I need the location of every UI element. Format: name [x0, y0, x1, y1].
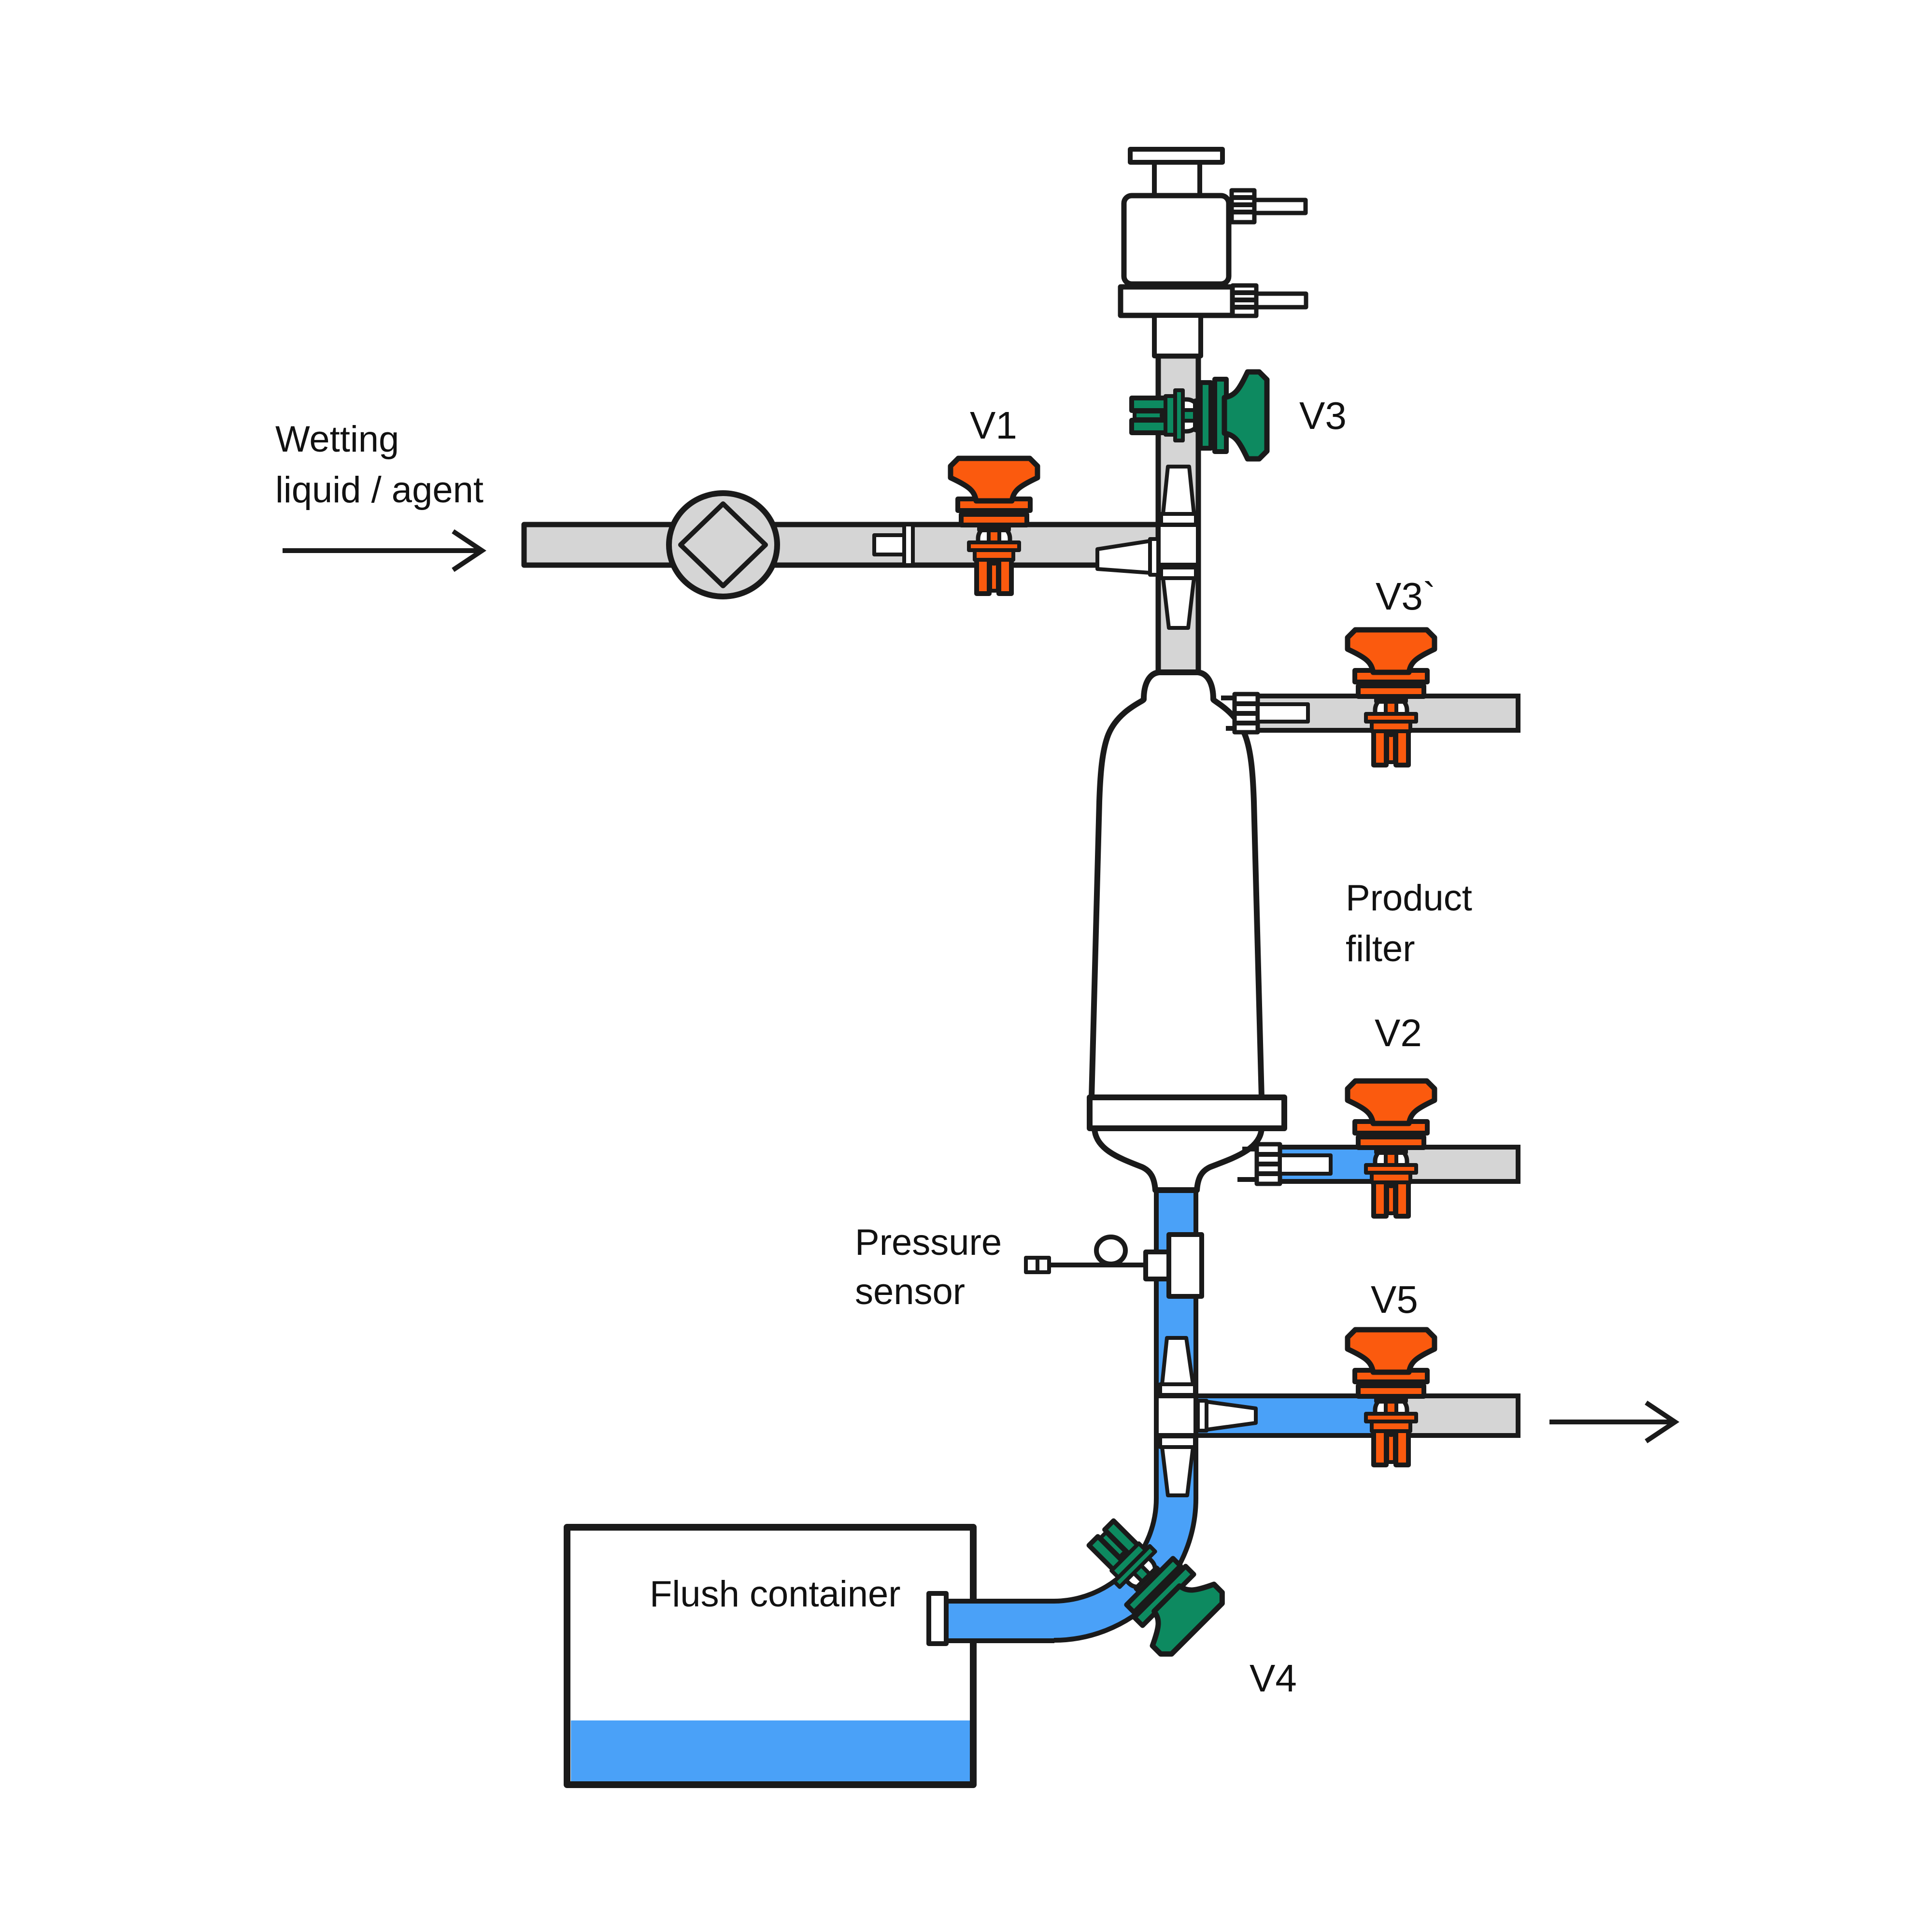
valve-v5-icon [1348, 1330, 1435, 1465]
vent-neck [1152, 313, 1203, 358]
filter-body [1089, 669, 1264, 1100]
supply-line [521, 490, 1201, 599]
taper-joints-supply [1095, 465, 1198, 630]
sensor-port [1143, 1250, 1171, 1281]
filter-bottom-dome [1092, 1125, 1264, 1193]
flush-container [564, 1524, 977, 1788]
pipe-union-box [872, 533, 906, 556]
valve-v3-icon [1132, 372, 1267, 459]
vent-lower-band [1118, 284, 1236, 318]
filter-clamp-band [1087, 1094, 1287, 1131]
valve-v1-icon [951, 458, 1037, 594]
label-filter-line2: filter [1346, 928, 1415, 969]
label-v3: V3 [1299, 394, 1347, 437]
label-sensor-line2: sensor [855, 1271, 965, 1312]
container-inlet-flange [926, 1591, 949, 1646]
label-source-line2: liquid / agent [275, 469, 483, 511]
vent-body [1121, 193, 1232, 287]
sensor-fitting [1166, 1232, 1204, 1299]
pressure-sensor [1024, 1232, 1204, 1299]
label-sensor-line1: Pressure [855, 1222, 1002, 1263]
nipple-v2 [1278, 1153, 1333, 1176]
pipe-bend [1054, 1498, 1196, 1640]
junction-supply [1156, 522, 1201, 568]
taper-joints-v5 [1158, 1336, 1258, 1497]
valve-v3b-icon [1348, 630, 1435, 765]
label-v2: V2 [1375, 1011, 1422, 1054]
label-v5: V5 [1371, 1278, 1418, 1321]
label-filter-line1: Product [1346, 878, 1472, 919]
pump-icon [666, 490, 780, 599]
label-flush-container: Flush container [650, 1574, 901, 1615]
vent-fitting [1118, 147, 1308, 358]
pipe-into-container [941, 1601, 1054, 1641]
sensor-bulb-icon [1094, 1235, 1128, 1266]
product-filter [1087, 669, 1287, 1193]
flow-out-arrow [1549, 1400, 1680, 1444]
vent-nozzle-upper [1229, 188, 1308, 225]
valve-v2-icon [1348, 1081, 1435, 1216]
label-v1: V1 [970, 404, 1017, 447]
junction-v5 [1154, 1393, 1198, 1438]
label-v3b: V3` [1376, 575, 1436, 618]
label-v4: V4 [1250, 1657, 1297, 1700]
flow-in-arrow [283, 529, 487, 572]
vent-nozzle-lower [1230, 283, 1308, 318]
vent-handle-stem [1152, 160, 1202, 198]
flush-container-liquid [571, 1720, 970, 1781]
label-source-line1: Wetting [275, 419, 399, 460]
branch-v5 [1154, 1336, 1520, 1497]
sensor-cable-plug-b [1036, 1256, 1051, 1274]
nipple-v3b [1256, 702, 1310, 724]
